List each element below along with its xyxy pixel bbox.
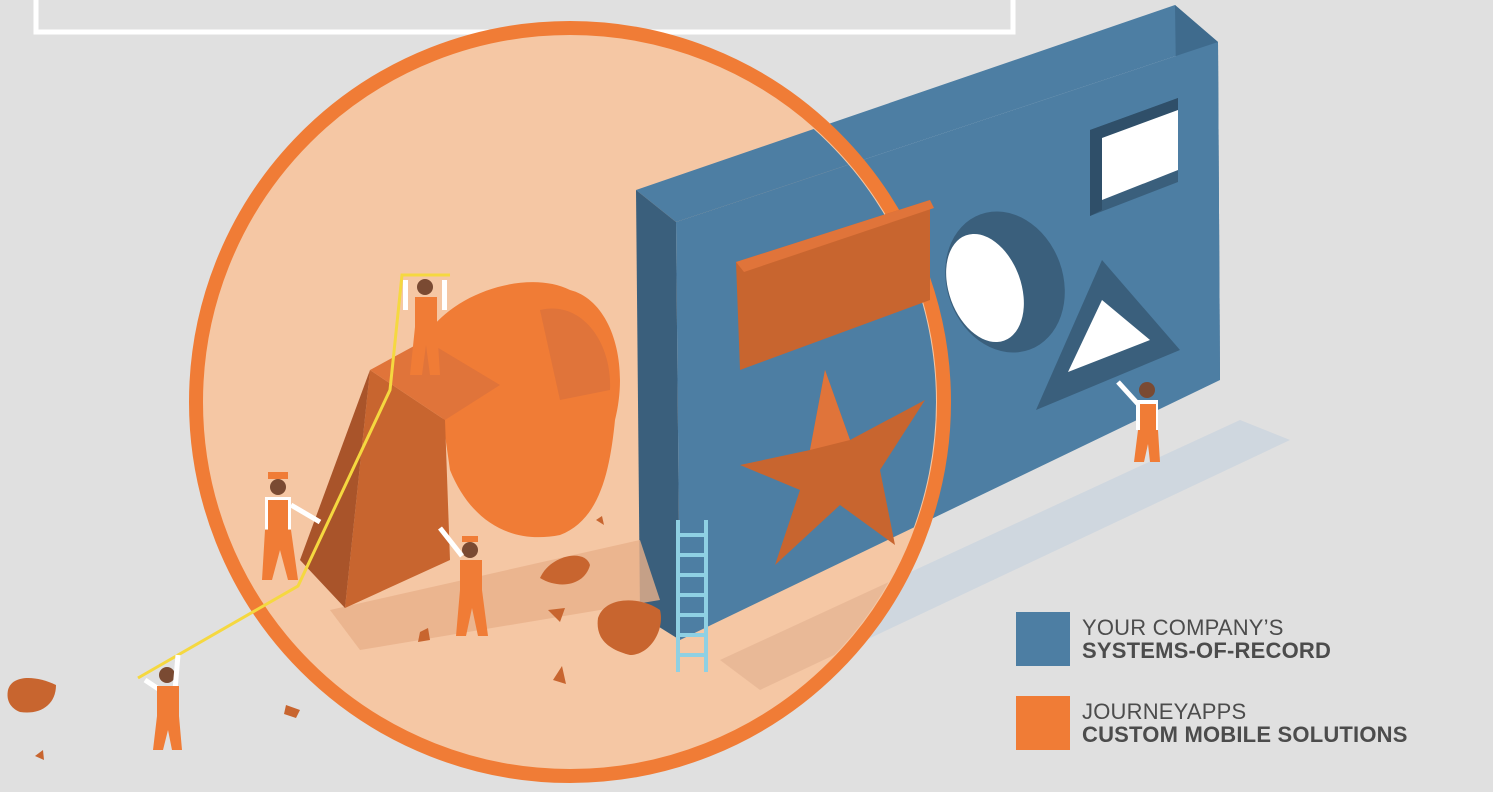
- legend-line2: SYSTEMS-OF-RECORD: [1082, 639, 1331, 662]
- legend-line2: CUSTOM MOBILE SOLUTIONS: [1082, 723, 1408, 746]
- legend-item-custom-mobile-solutions: JOURNEYAPPS CUSTOM MOBILE SOLUTIONS: [1016, 696, 1486, 750]
- legend-text: JOURNEYAPPS CUSTOM MOBILE SOLUTIONS: [1082, 700, 1408, 746]
- legend-line1: JOURNEYAPPS: [1082, 700, 1408, 723]
- legend-swatch-orange: [1016, 696, 1070, 750]
- legend-swatch-blue: [1016, 612, 1070, 666]
- legend-item-systems-of-record: YOUR COMPANY’S SYSTEMS-OF-RECORD: [1016, 612, 1486, 666]
- legend: YOUR COMPANY’S SYSTEMS-OF-RECORD JOURNEY…: [1016, 612, 1486, 780]
- legend-text: YOUR COMPANY’S SYSTEMS-OF-RECORD: [1082, 616, 1331, 662]
- legend-line1: YOUR COMPANY’S: [1082, 616, 1331, 639]
